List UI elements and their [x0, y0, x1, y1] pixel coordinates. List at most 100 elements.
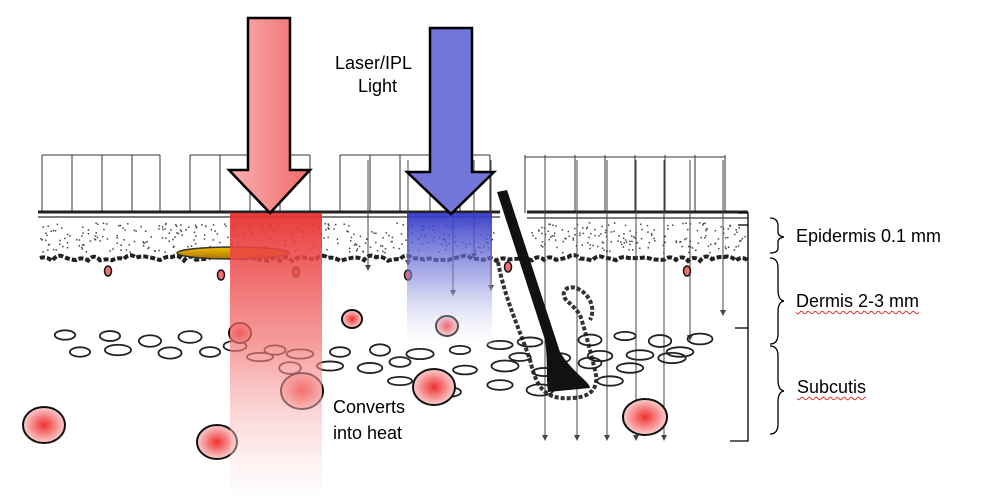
stipple — [43, 226, 45, 228]
stipple — [55, 249, 57, 251]
stipple — [349, 251, 351, 253]
stipple — [109, 250, 111, 252]
stipple — [348, 231, 350, 233]
stipple — [549, 239, 551, 241]
blood-vessel-target — [342, 310, 362, 328]
stipple — [214, 230, 216, 232]
stipple — [552, 225, 554, 227]
stipple — [636, 242, 638, 244]
stipple — [628, 249, 630, 251]
stipple — [675, 240, 677, 242]
stipple — [728, 228, 730, 230]
stipple — [327, 237, 329, 239]
stipple — [204, 238, 206, 240]
stipple — [653, 229, 655, 231]
stipple — [185, 229, 187, 231]
stipple — [59, 240, 61, 242]
arrowhead-icon — [720, 310, 726, 316]
stipple — [158, 250, 160, 252]
stipple — [405, 239, 407, 241]
fat-cell — [139, 335, 161, 347]
stipple — [734, 249, 736, 251]
stipple — [194, 232, 196, 234]
stipple — [354, 244, 356, 246]
stipple — [401, 233, 403, 235]
stipple — [328, 225, 330, 227]
stipple — [632, 249, 634, 251]
stipple — [579, 235, 581, 237]
stipple — [351, 237, 353, 239]
stipple — [718, 248, 720, 250]
stipple — [594, 229, 596, 231]
stipple — [562, 252, 564, 254]
stipple — [40, 238, 42, 240]
fat-cell — [453, 366, 477, 375]
stipple — [725, 246, 727, 248]
fat-cell — [617, 363, 643, 373]
stipple — [118, 225, 120, 227]
stipple — [225, 225, 227, 227]
stipple — [556, 225, 558, 227]
capillary — [105, 266, 112, 276]
stipple — [738, 227, 740, 229]
stipple — [103, 223, 105, 225]
stipple — [586, 228, 588, 230]
stipple — [148, 247, 150, 249]
fat-cells — [55, 330, 713, 396]
stipple — [116, 235, 118, 237]
stipple — [393, 247, 395, 249]
stipple — [684, 239, 686, 241]
stipple — [550, 236, 552, 238]
stipple — [548, 224, 550, 226]
stipple — [699, 222, 701, 224]
stipple — [735, 246, 737, 248]
stipple — [134, 241, 136, 243]
fat-cell — [627, 350, 654, 360]
fat-cell — [100, 331, 120, 341]
stipple — [143, 243, 145, 245]
stipple — [130, 251, 132, 253]
fat-cell — [330, 347, 350, 357]
stipple — [371, 231, 373, 233]
stipple — [375, 242, 377, 244]
stipple — [103, 229, 105, 231]
stipple — [685, 222, 687, 224]
stipple — [181, 234, 183, 236]
heat-label-line2: into heat — [333, 424, 402, 442]
stipple — [175, 224, 177, 226]
stipple — [82, 248, 84, 250]
stipple — [107, 238, 109, 240]
stipple — [64, 238, 66, 240]
stipple — [649, 242, 651, 244]
fat-cell — [658, 353, 685, 363]
stipple — [594, 235, 596, 237]
stipple — [90, 240, 92, 242]
stipple — [396, 222, 398, 224]
stipple — [388, 235, 390, 237]
stipple — [81, 235, 83, 237]
stipple — [55, 230, 57, 232]
stipple — [667, 225, 669, 227]
stipple — [124, 229, 126, 231]
stipple — [350, 240, 352, 242]
stipple — [362, 251, 364, 253]
stipple — [623, 246, 625, 248]
stipple — [95, 235, 97, 237]
stipple — [181, 231, 183, 233]
stipple — [213, 224, 215, 226]
arrowhead-icon — [542, 435, 548, 441]
stipple — [353, 234, 355, 236]
stipple — [629, 241, 631, 243]
fat-cell — [158, 347, 181, 358]
stipple — [553, 235, 555, 237]
fat-cell — [406, 349, 433, 359]
stipple — [709, 252, 711, 254]
stipple — [106, 223, 108, 225]
stipple — [365, 242, 367, 244]
stipple — [59, 244, 61, 246]
stipple — [641, 238, 643, 240]
stipple — [385, 248, 387, 250]
blood-vessel-target — [623, 399, 667, 435]
stipple — [158, 228, 160, 230]
stipple — [102, 236, 104, 238]
